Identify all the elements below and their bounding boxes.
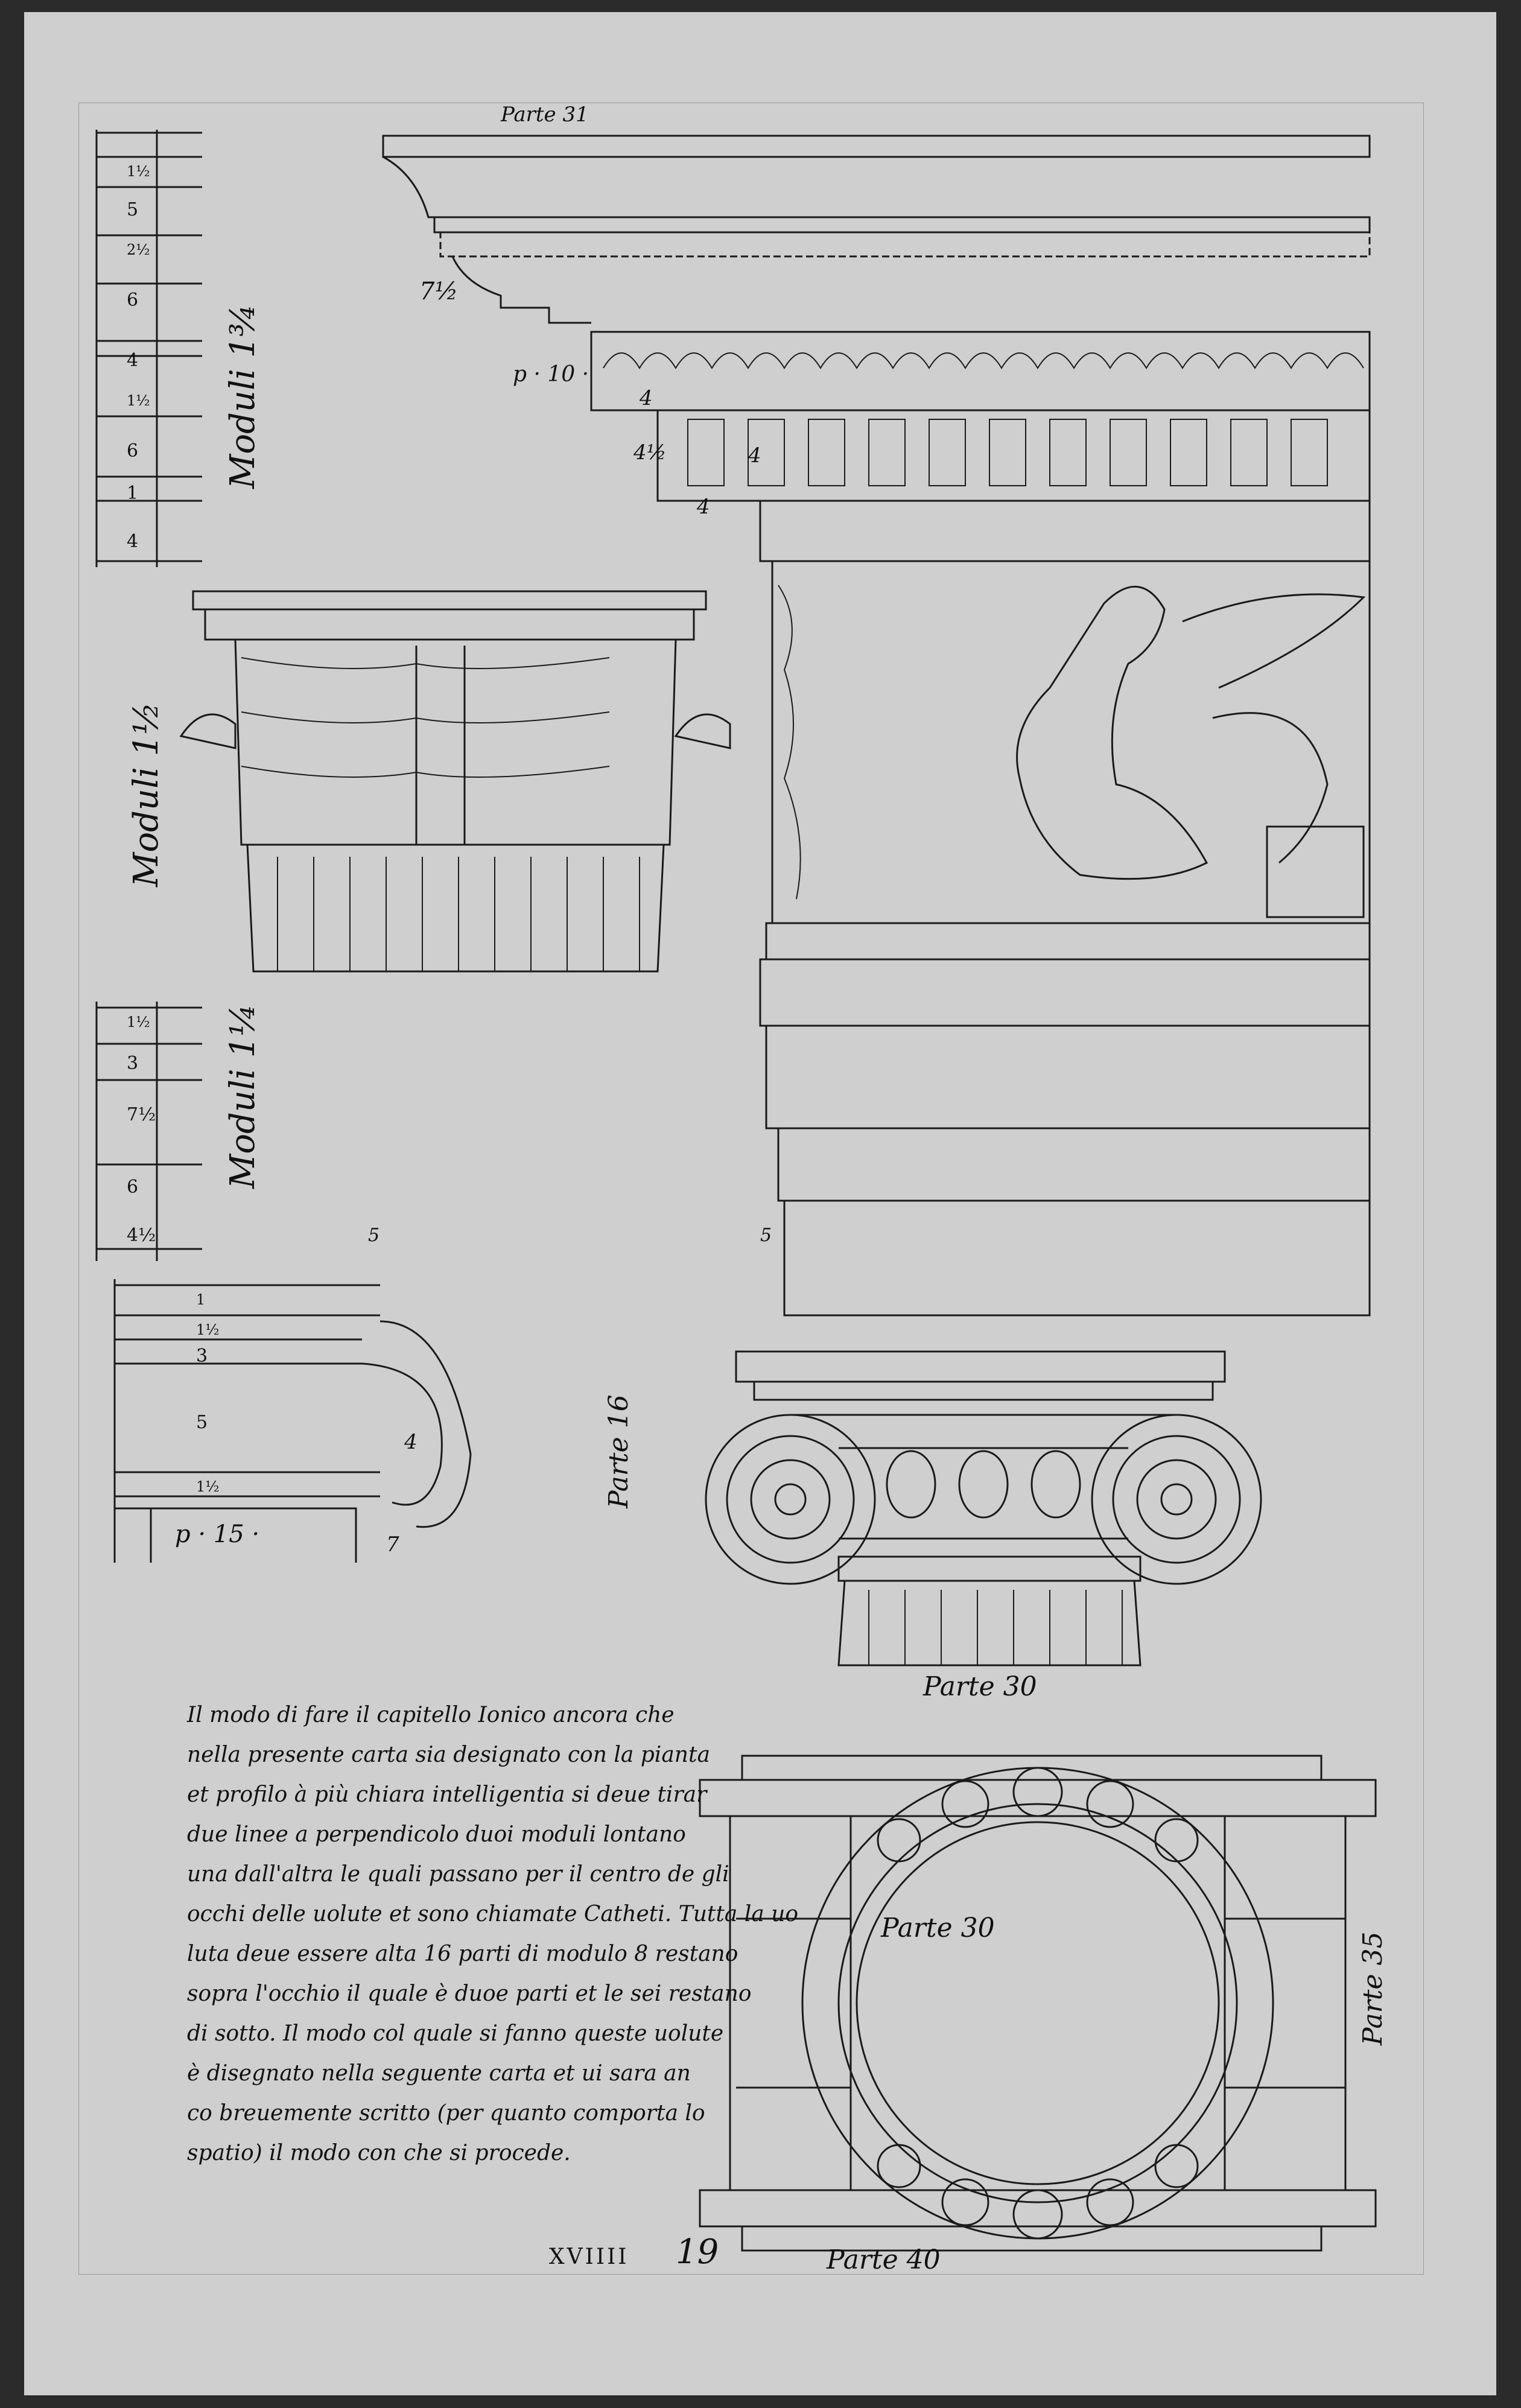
scale-upper-5: 6 [127, 290, 139, 311]
text-line: co breuemente scritto (per quanto compor… [187, 2101, 705, 2126]
label-parte-31: Parte 31 [501, 103, 589, 127]
text-line: spatio) il modo con che si procede. [187, 2141, 571, 2165]
label-parte-30-a: Parte 30 [923, 1671, 1037, 1702]
text-line: è disegnato nella seguente carta et ui s… [187, 2061, 691, 2086]
capital-front-small [179, 590, 731, 973]
text-line: et profilo à più chiara intelligentia si… [187, 1782, 707, 1807]
entablature [382, 135, 1371, 1317]
scale-lower-3: 1½ [196, 1321, 220, 1338]
label-four-c: 4 [697, 495, 710, 519]
label-moduli-1-3-4: Moduli 1¾ [223, 303, 262, 489]
label-seven: 7 [386, 1533, 399, 1557]
capital-profile [113, 1279, 472, 1563]
scale-upper-7: 5 [127, 199, 139, 220]
label-parte-40: Parte 40 [827, 2244, 941, 2275]
label-four-a: 4 [640, 386, 653, 410]
text-line: nella presente carta sia designato con l… [187, 1742, 710, 1767]
label-five-a: 5 [368, 1225, 380, 1246]
folio-roman: XVIIII [549, 2244, 629, 2269]
engraving-drawing [78, 103, 1424, 2275]
scale-upper-3: 1½ [127, 392, 150, 409]
scale-upper-6: 2½ [127, 241, 150, 258]
scale-middle-2: 7½ [127, 1104, 156, 1125]
folio-arabic: 19 [676, 2232, 719, 2272]
scale-middle-0: 4½ [127, 1225, 156, 1246]
scale-lower-0: 1½ [196, 1478, 220, 1495]
label-p15: p · 15 · [175, 1520, 260, 1548]
scale-upper-2: 6 [127, 440, 139, 462]
scale-upper-8: 1½ [127, 163, 150, 180]
label-parte-16: Parte 16 [603, 1394, 634, 1508]
label-four-d: 4 [404, 1430, 418, 1454]
label-seven-half: 7½ [419, 278, 459, 305]
label-moduli-1-half: Moduli 1½ [127, 702, 166, 888]
plate: Parte 31 p · 10 · 7½ 4 4½ 4 4 Moduli 1¾ … [78, 103, 1424, 2275]
label-moduli-1-quarter: Moduli 1¼ [223, 1003, 262, 1189]
label-parte-35: Parte 35 [1357, 1931, 1388, 2045]
body-text: Il modo di fare il capitello Ionico anco… [187, 1695, 798, 2173]
text-line: Il modo di fare il capitello Ionico anco… [187, 1703, 675, 1727]
text-line: luta deue essere alta 16 parti di modulo… [187, 1942, 738, 1966]
label-p10: p · 10 · [513, 362, 589, 387]
scale-upper-4: 4 [127, 350, 139, 371]
text-line: di sotto. Il modo col quale si fanno que… [187, 2021, 724, 2046]
label-four-b: 4 [748, 443, 761, 468]
scale-upper-1: 1 [127, 483, 139, 504]
engraved-sheet: Parte 31 p · 10 · 7½ 4 4½ 4 4 Moduli 1¾ … [24, 12, 1496, 2395]
ionic-capital-elevation [705, 1350, 1262, 1666]
text-line: sopra l'occhio il quale è duoe parti et … [187, 1981, 752, 2006]
scale-lower-2: 3 [196, 1345, 208, 1367]
scale-lower-1: 5 [196, 1412, 208, 1433]
scale-middle-3: 3 [127, 1053, 139, 1074]
scale-lower-4: 1 [196, 1291, 206, 1308]
label-parte-30-b: Parte 30 [881, 1913, 995, 1943]
scale-middle-4: 1½ [127, 1014, 150, 1031]
label-four-half: 4½ [633, 440, 667, 465]
text-line: occhi delle uolute et sono chiamate Cath… [187, 1902, 798, 1927]
scale-middle-1: 6 [127, 1177, 139, 1198]
ionic-capital-plan [699, 1755, 1377, 2252]
label-five-b: 5 [760, 1225, 772, 1246]
scale-upper-0: 4 [127, 531, 139, 552]
text-line: due linee a perpendicolo duoi moduli lon… [187, 1822, 686, 1847]
scale-bar-middle [95, 1002, 202, 1261]
text-line: una dall'altra le quali passano per il c… [187, 1862, 729, 1887]
scale-bar-upper [95, 130, 202, 567]
